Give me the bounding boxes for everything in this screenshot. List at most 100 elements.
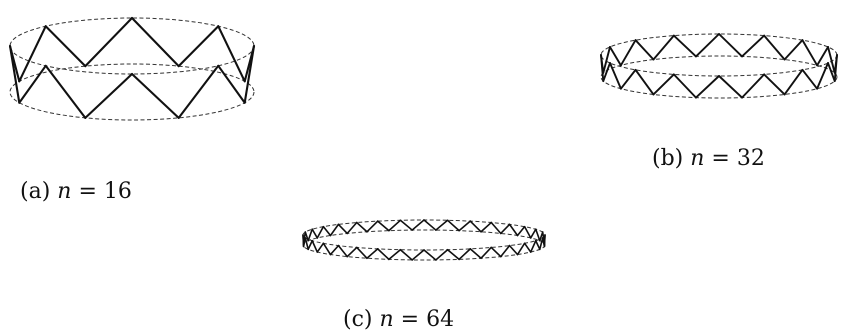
edge: [376, 248, 390, 261]
edge: [609, 62, 622, 90]
bottom-rim-dashed: [302, 229, 546, 261]
edge: [783, 68, 804, 96]
edge: [529, 239, 537, 253]
edge: [695, 33, 720, 58]
edge: [827, 46, 836, 74]
edge: [423, 249, 437, 261]
edge: [600, 54, 605, 83]
edge: [458, 220, 472, 232]
caption-a: (a) n = 16: [20, 181, 132, 203]
edge: [523, 225, 532, 239]
edge: [833, 54, 838, 74]
edge: [311, 239, 319, 253]
edge: [446, 248, 460, 261]
edge: [435, 248, 449, 261]
edge: [634, 68, 655, 96]
edge: [130, 72, 180, 119]
edge: [480, 246, 493, 260]
edge: [411, 219, 425, 231]
edge: [490, 221, 502, 235]
edge: [672, 73, 697, 99]
edge: [388, 219, 402, 232]
edge: [602, 62, 611, 83]
edge: [399, 219, 413, 231]
edge: [801, 39, 819, 67]
edge: [602, 46, 611, 74]
caption-c-value: 64: [426, 307, 455, 332]
edge: [84, 16, 134, 68]
edge: [801, 68, 819, 90]
edge: [652, 73, 675, 96]
edge: [718, 75, 743, 99]
edge: [480, 221, 493, 233]
ring-lattice-n16: [8, 16, 256, 121]
edge: [741, 73, 766, 99]
edge: [322, 225, 332, 237]
edge: [816, 62, 829, 90]
edge: [322, 242, 332, 256]
caption-c-relation: =: [400, 307, 420, 332]
edge: [307, 228, 314, 242]
edge: [423, 219, 437, 231]
caption-c: (c) n = 64: [343, 309, 454, 331]
edge: [316, 225, 325, 239]
edge: [44, 64, 87, 119]
ring-lattice-n64: [302, 219, 546, 261]
edge: [458, 248, 472, 261]
edge: [499, 244, 511, 258]
edge: [217, 64, 246, 104]
caption-b-relation: =: [711, 146, 730, 171]
edge: [516, 242, 526, 256]
edge: [177, 64, 220, 119]
edge: [534, 228, 541, 242]
caption-b: (b) n = 32: [652, 148, 765, 170]
edge: [177, 25, 220, 68]
edge: [217, 25, 246, 83]
edge: [329, 223, 340, 237]
edge: [355, 246, 368, 260]
caption-a-variable: n: [57, 179, 72, 204]
caption-c-prefix: (c): [343, 307, 373, 332]
caption-c-variable: n: [379, 307, 394, 332]
edge: [516, 225, 526, 237]
edge: [346, 221, 358, 235]
edge: [816, 46, 829, 67]
edge: [355, 221, 368, 233]
edge: [316, 242, 325, 253]
caption-b-prefix: (b): [652, 146, 684, 171]
edge: [619, 39, 637, 67]
caption-a-relation: =: [78, 179, 97, 204]
edge: [243, 44, 256, 83]
edge: [783, 39, 804, 61]
edge: [534, 239, 541, 251]
edge: [619, 68, 637, 90]
edge: [411, 249, 425, 261]
caption-a-prefix: (a): [20, 179, 51, 204]
edge: [307, 239, 314, 251]
edge: [8, 44, 21, 104]
edge: [741, 34, 766, 58]
edge: [490, 246, 502, 258]
edge: [718, 33, 743, 58]
edge: [538, 237, 544, 251]
edge: [388, 248, 402, 261]
edge: [763, 34, 786, 61]
edge: [652, 34, 675, 61]
edge: [311, 228, 319, 239]
edge: [499, 223, 511, 235]
edge: [508, 244, 519, 256]
edge: [827, 62, 836, 83]
edge: [529, 228, 537, 239]
edge: [84, 72, 134, 119]
edge: [695, 75, 720, 99]
caption-b-value: 32: [736, 146, 765, 171]
edge: [446, 219, 460, 232]
edge: [44, 25, 87, 68]
edge: [763, 73, 786, 96]
edge: [435, 219, 449, 231]
edge: [508, 223, 519, 237]
edge: [337, 223, 349, 235]
edge: [337, 244, 349, 258]
edge: [609, 46, 622, 67]
edge: [399, 248, 413, 261]
